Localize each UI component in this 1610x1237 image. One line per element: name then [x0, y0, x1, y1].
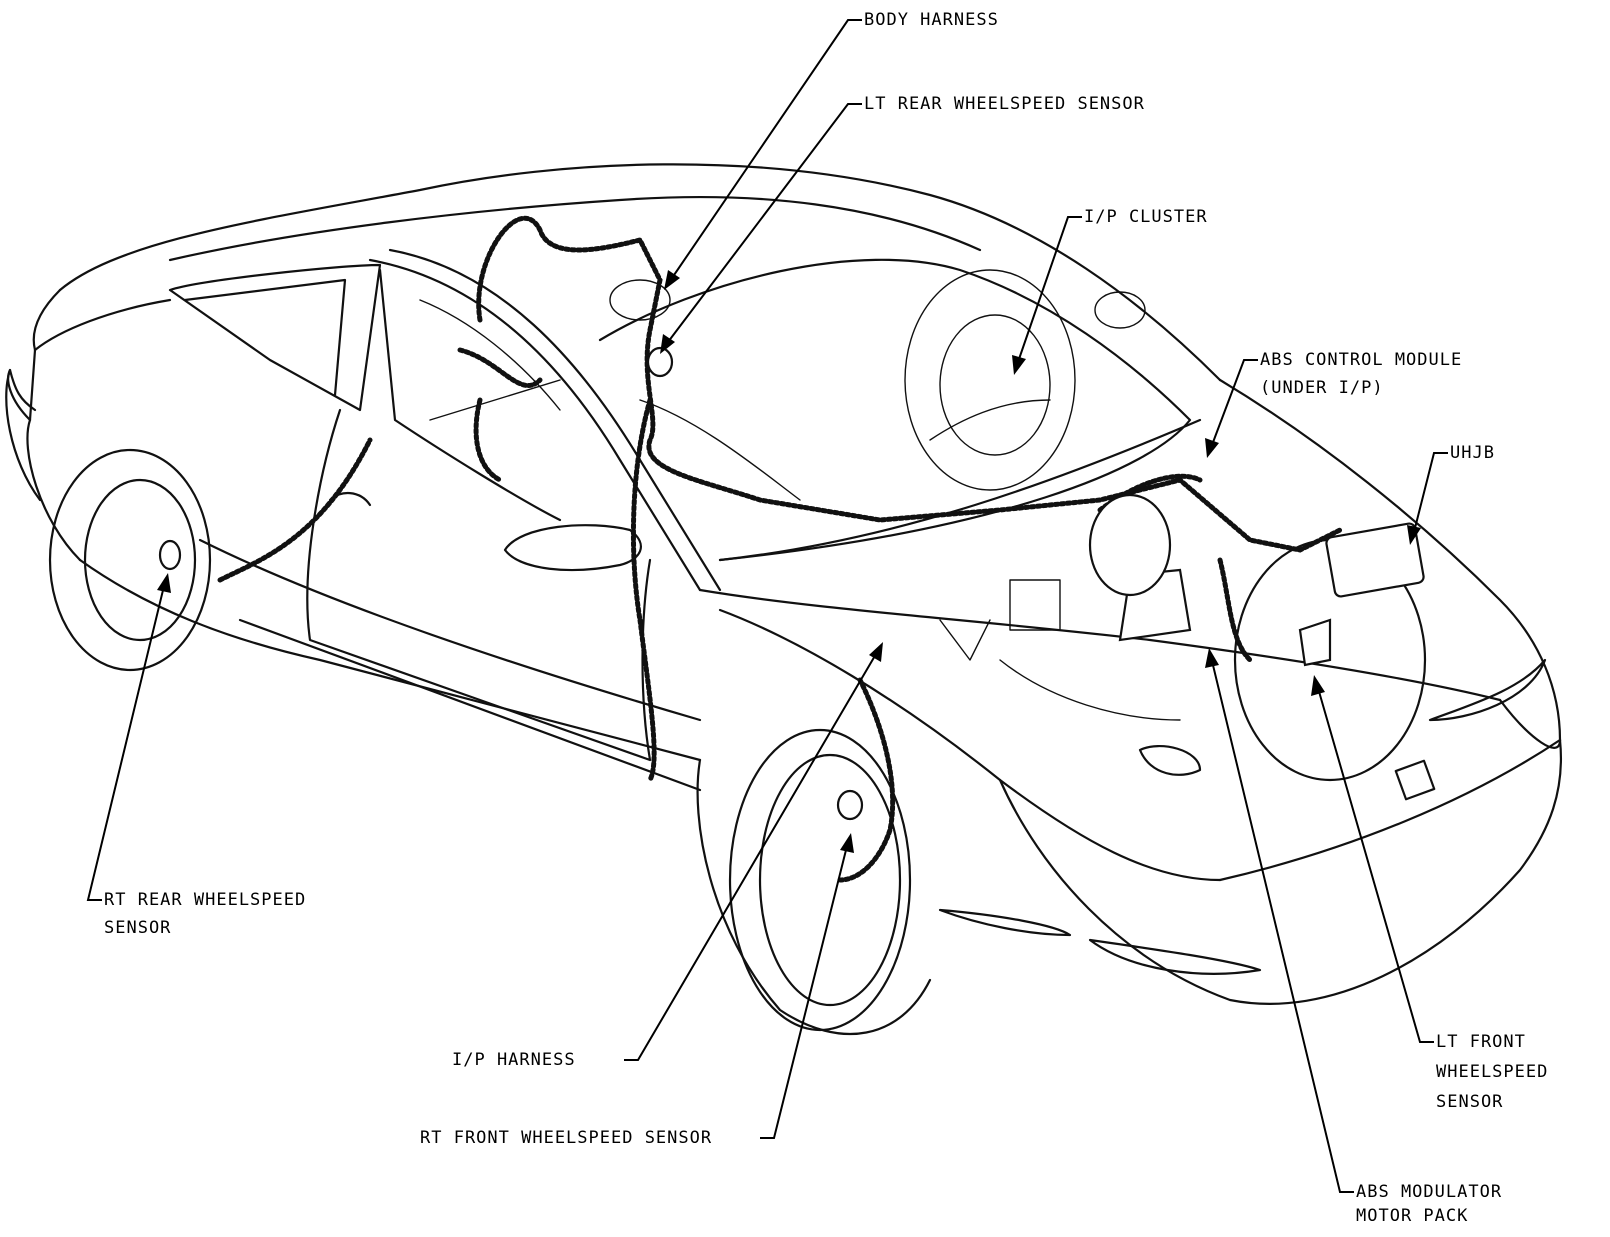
label-lt-front-sensor: SENSOR: [1436, 1092, 1504, 1112]
label-uhjb: UHJB: [1450, 443, 1495, 463]
label-rt-front-wheelspeed-sensor: RT FRONT WHEELSPEED SENSOR: [420, 1128, 713, 1148]
label-lt-front: LT FRONT: [1436, 1032, 1526, 1052]
label-abs-modulator: ABS MODULATOR: [1356, 1182, 1503, 1202]
label-abs-motor-pack: MOTOR PACK: [1356, 1206, 1469, 1226]
label-abs-control-module-note: (UNDER I/P): [1260, 378, 1384, 398]
label-rt-rear-wheelspeed: RT REAR WHEELSPEED: [104, 890, 307, 910]
label-ip-harness: I/P HARNESS: [452, 1050, 576, 1070]
components: [158, 346, 1425, 821]
label-ip-cluster: I/P CLUSTER: [1084, 207, 1208, 227]
leader-lines: [86, 19, 1448, 1193]
lt-rear-sensor-part: [646, 346, 674, 378]
car-body: [5, 163, 1562, 1036]
label-body-harness: BODY HARNESS: [864, 10, 999, 30]
label-abs-control-module: ABS CONTROL MODULE: [1260, 350, 1463, 370]
wiring-harness: [217, 215, 1343, 883]
brake-booster: [1088, 493, 1172, 597]
lt-front-sensor-part: [1298, 618, 1332, 667]
label-rt-rear-wheelspeed-sensor: SENSOR: [104, 918, 172, 938]
rt-rear-sensor-part: [158, 539, 182, 571]
rt-front-sensor-part: [836, 789, 864, 821]
label-lt-rear-wheelspeed-sensor: LT REAR WHEELSPEED SENSOR: [864, 94, 1145, 114]
uhjb-box: [1325, 522, 1425, 598]
label-lt-front-wheelspeed: WHEELSPEED: [1436, 1062, 1549, 1082]
car-interior: [419, 269, 1181, 721]
